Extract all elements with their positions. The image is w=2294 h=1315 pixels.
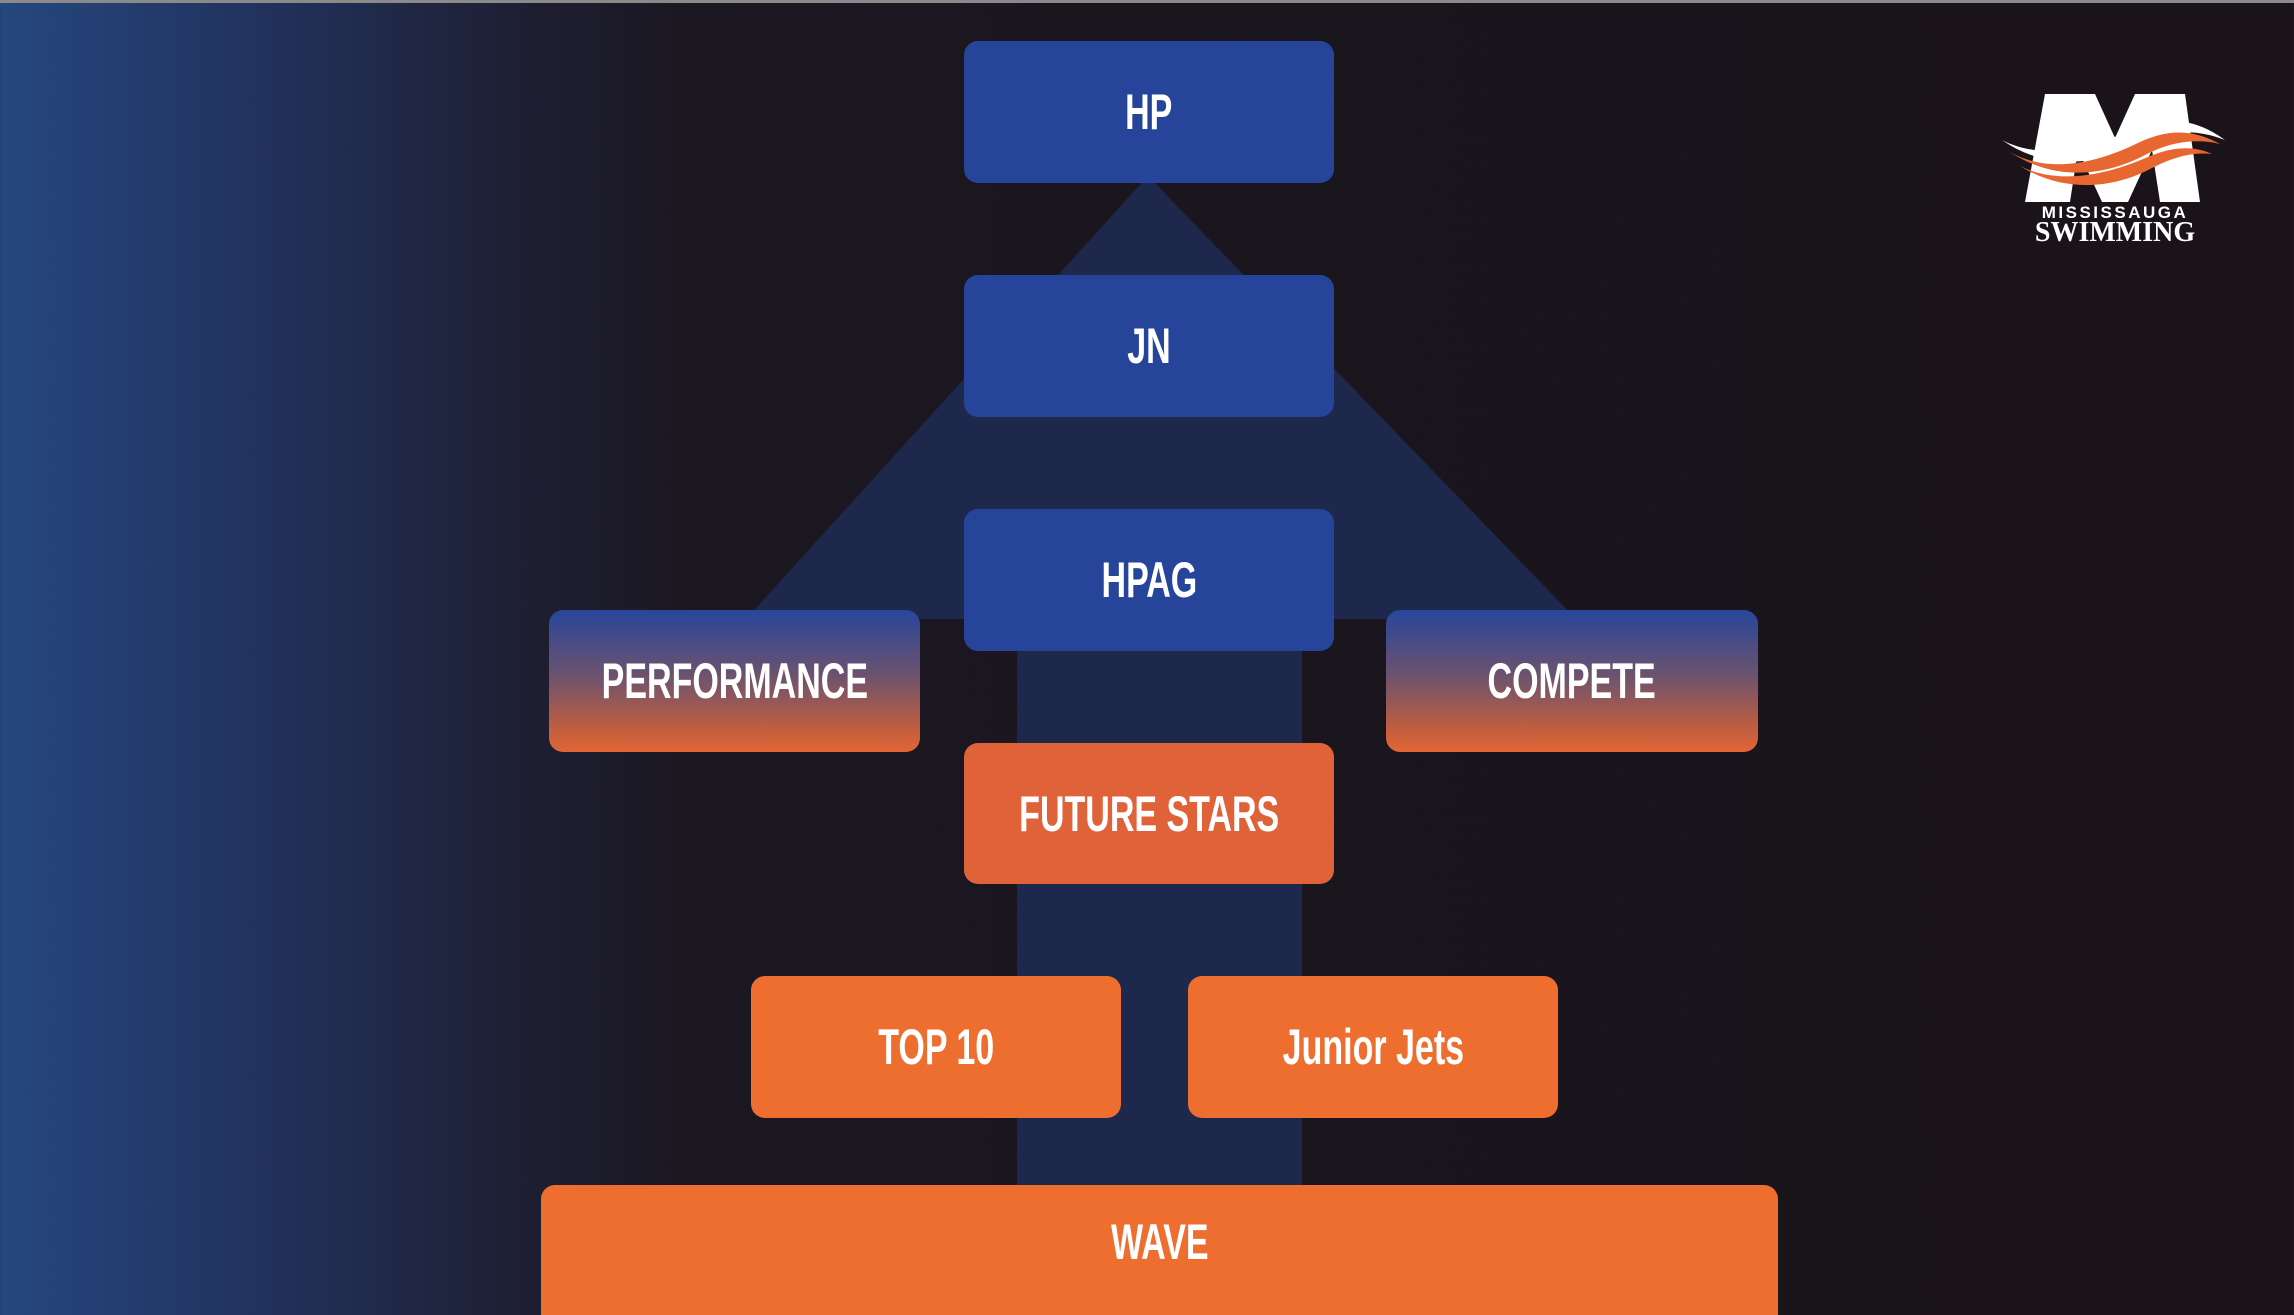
level-hp-label: HP	[1125, 84, 1173, 140]
level-compete[interactable]: COMPETE	[1386, 610, 1758, 752]
level-performance-label: PERFORMANCE	[601, 653, 868, 709]
level-performance[interactable]: PERFORMANCE	[549, 610, 920, 752]
level-wave-label: WAVE	[1110, 1214, 1209, 1270]
level-hp[interactable]: HP	[964, 41, 1334, 183]
level-junior-jets-label: Junior Jets	[1282, 1019, 1464, 1075]
level-top10[interactable]: TOP 10	[751, 976, 1121, 1118]
logo-m-wave-icon	[2002, 94, 2225, 202]
level-jn-label: JN	[1127, 318, 1171, 374]
level-future-stars-label: FUTURE STARS	[1018, 785, 1280, 842]
logo-text-swimming: SWIMMING	[2034, 217, 2196, 248]
level-future-stars[interactable]: FUTURE STARS	[964, 743, 1334, 884]
level-junior-jets[interactable]: Junior Jets	[1188, 976, 1558, 1118]
level-hpag-label: HPAG	[1101, 552, 1197, 608]
level-wave[interactable]: WAVE	[541, 1185, 1778, 1315]
logo-text-mississauga: MISSISSAUGA	[2041, 203, 2189, 222]
level-jn[interactable]: JN	[964, 275, 1334, 417]
top-border	[0, 0, 2294, 3]
mississauga-swimming-logo: MISSISSAUGA SWIMMING	[2000, 90, 2230, 250]
level-compete-label: COMPETE	[1487, 653, 1657, 709]
level-hpag[interactable]: HPAG	[964, 509, 1334, 651]
level-top10-label: TOP 10	[878, 1019, 994, 1075]
